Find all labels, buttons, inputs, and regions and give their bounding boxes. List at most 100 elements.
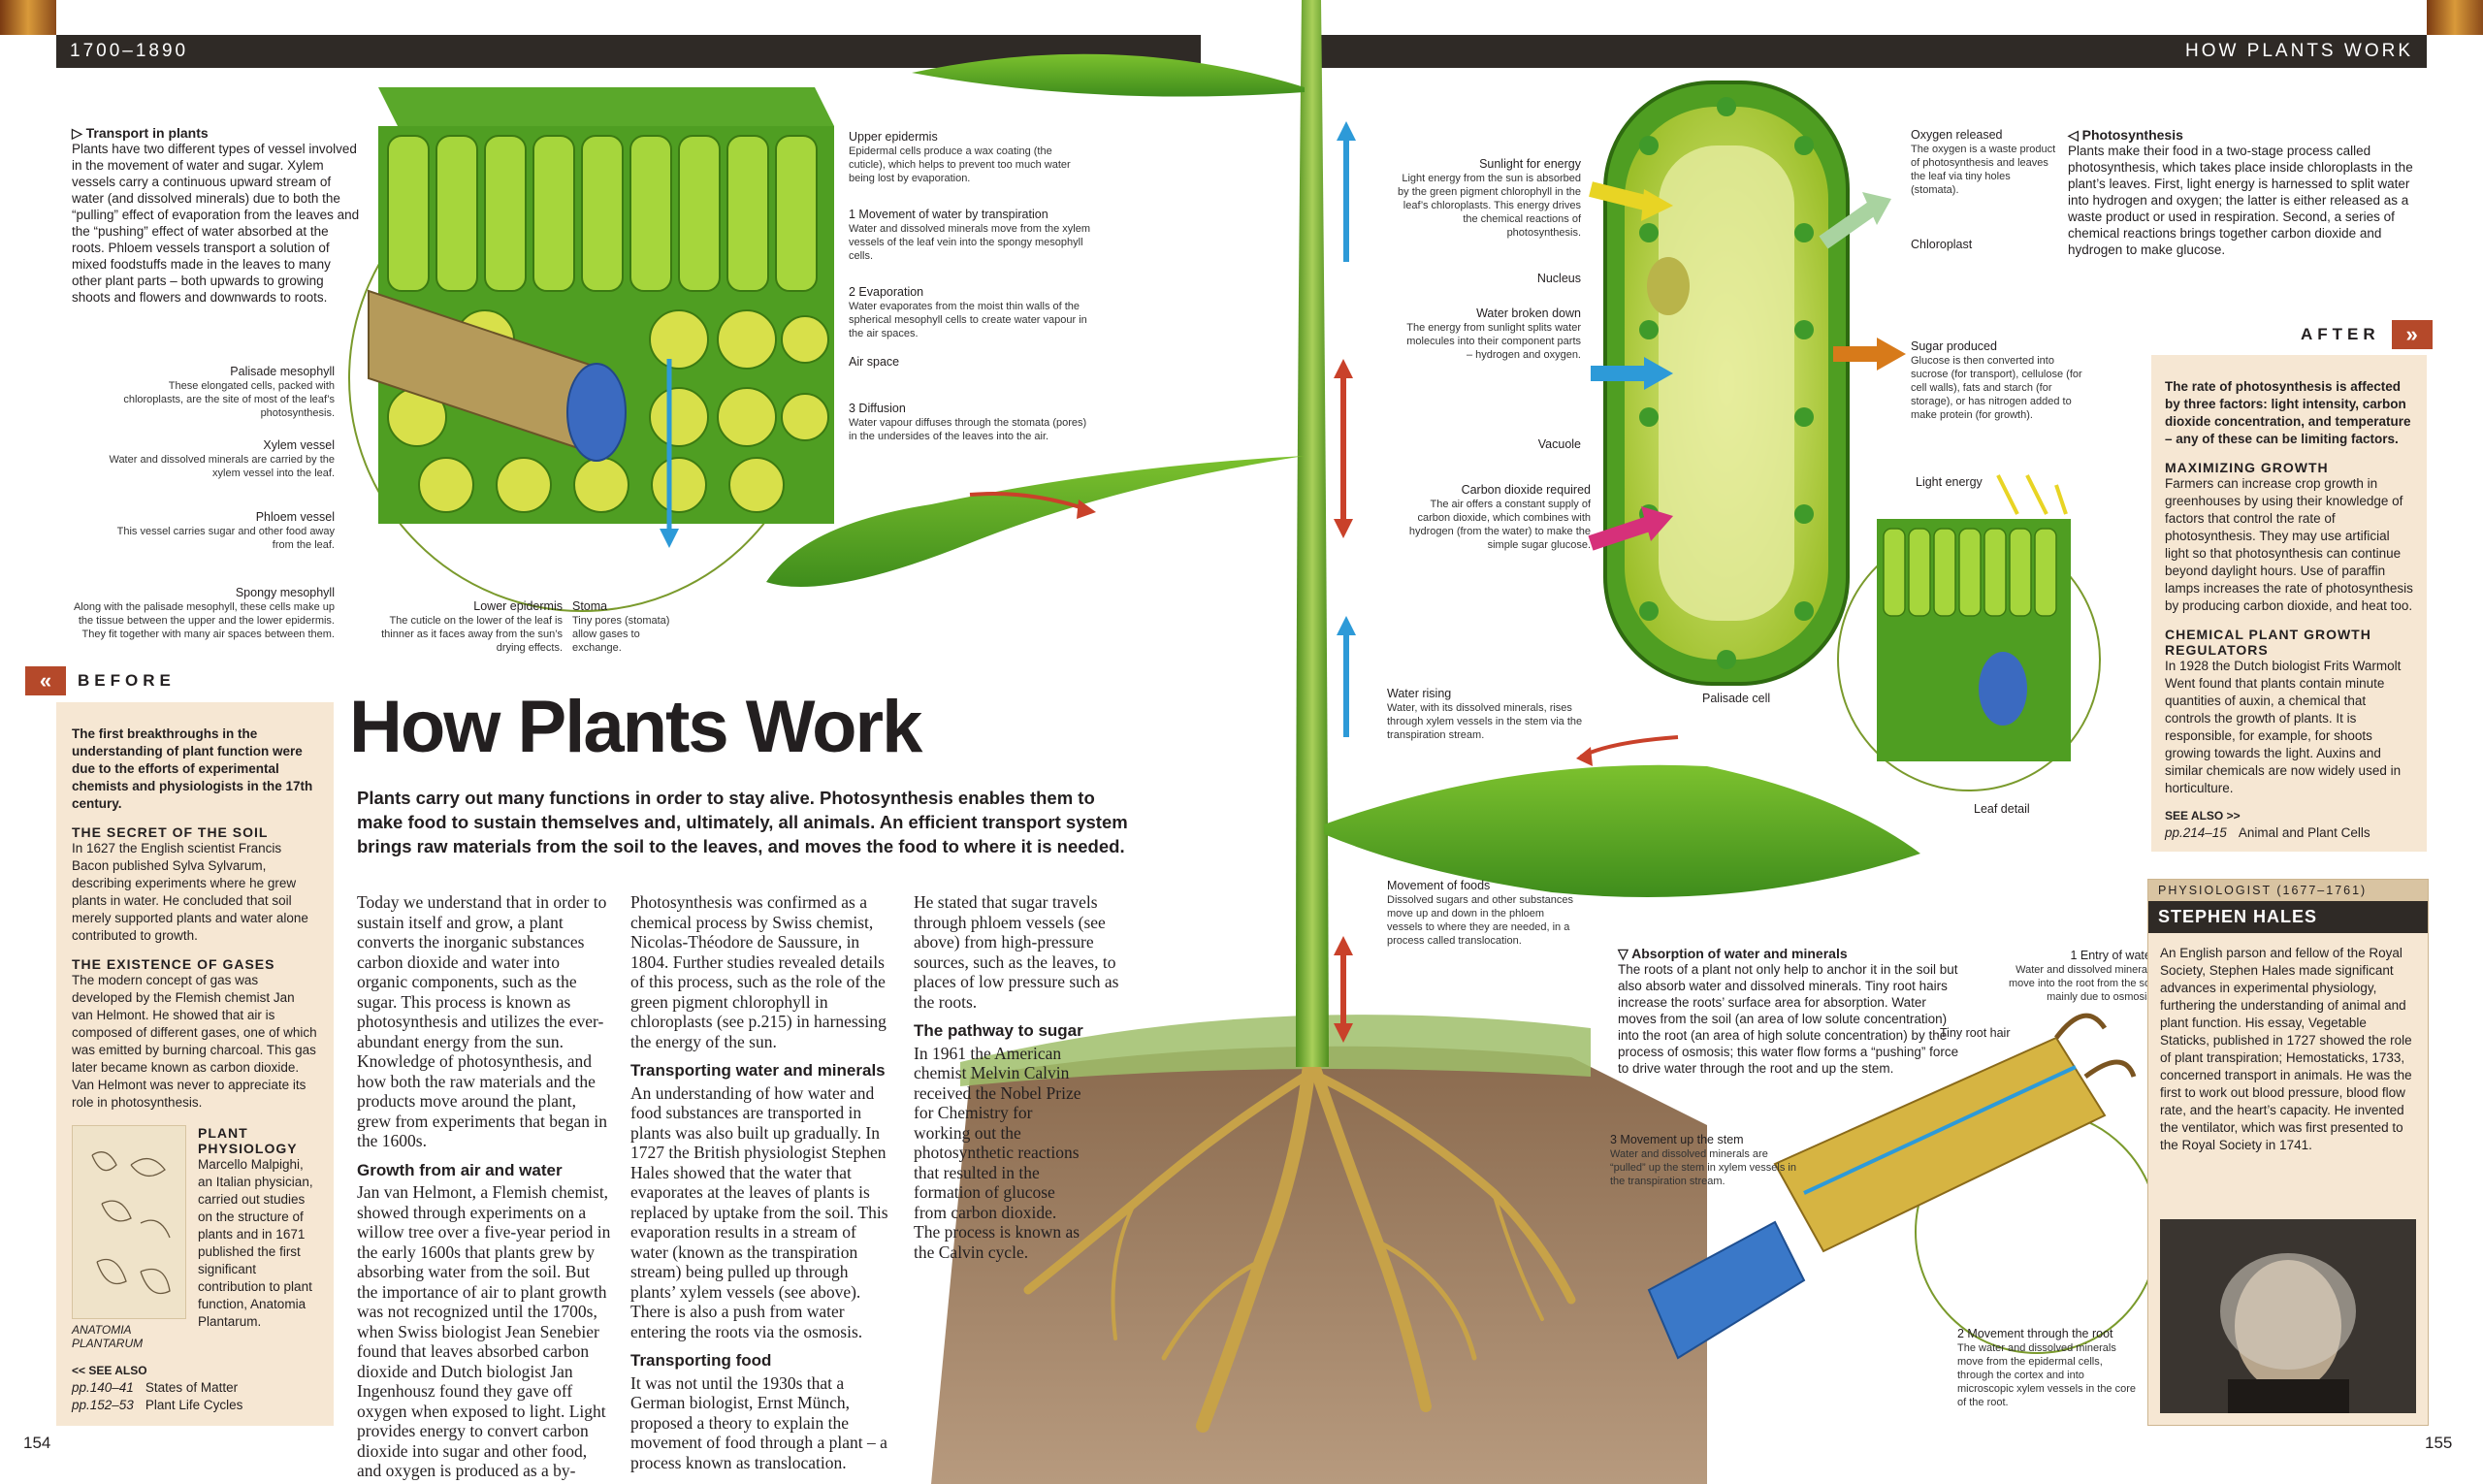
- before-panel: The first breakthroughs in the understan…: [56, 702, 334, 1426]
- section-label: HOW PLANTS WORK: [2184, 41, 2413, 61]
- after-ref[interactable]: pp.214–15 Animal and Plant Cells: [2165, 824, 2413, 842]
- leaf-detail: [1837, 474, 2101, 791]
- article-column-3: He stated that sugar travels through phl…: [914, 892, 1142, 1262]
- evaporation-title: 2 Evaporation: [849, 285, 924, 299]
- spongy-label-text: Along with the palisade mesophyll, these…: [73, 601, 335, 640]
- lower-epidermis-label: Lower epidermis The cuticle on the lower…: [369, 599, 563, 655]
- corner-ornament-left: [0, 0, 56, 35]
- col2-heading-1: Transporting water and minerals: [630, 1061, 886, 1080]
- col2-paragraph-1: Photosynthesis was confirmed as a chemic…: [630, 892, 887, 1051]
- after-ref-pages: pp.214–15: [2165, 825, 2227, 840]
- xylem-label: Xylem vessel Water and dissolved mineral…: [107, 438, 335, 480]
- gases-title: THE EXISTENCE OF GASES: [72, 956, 275, 972]
- entry-title: 1 Entry of water: [2070, 949, 2155, 962]
- col2-paragraph-2: An understanding of how water and food s…: [630, 1082, 888, 1341]
- up-stem-text: Water and dissolved minerals are “pulled…: [1610, 1148, 1796, 1187]
- palisade-label-text: These elongated cells, packed with chlor…: [123, 380, 335, 419]
- sunlight-text: Light energy from the sun is absorbed by…: [1398, 173, 1581, 239]
- soil-text: In 1627 the English scientist Francis Ba…: [72, 841, 308, 943]
- co2-title: Carbon dioxide required: [1461, 483, 1591, 497]
- see-also-after: SEE ALSO >>: [2165, 809, 2241, 823]
- col2-paragraph-3: It was not until the 1930s that a German…: [630, 1372, 887, 1472]
- period-label: 1700–1890: [70, 41, 189, 61]
- air-space-title: Air space: [849, 355, 900, 369]
- col2-heading-2: Transporting food: [630, 1351, 772, 1370]
- after-tab: AFTER »: [2289, 320, 2433, 349]
- chevron-left-icon: «: [25, 666, 66, 695]
- anatomia-caption: ANATOMIA PLANTARUM: [72, 1323, 144, 1350]
- through-root-label: 2 Movement through the root The water an…: [1957, 1327, 2142, 1409]
- col3-heading: The pathway to sugar: [914, 1021, 1083, 1040]
- running-head-right: HOW PLANTS WORK: [1319, 35, 2427, 68]
- lower-epidermis-title: Lower epidermis: [473, 599, 563, 613]
- root-detail: [1647, 1013, 2159, 1360]
- sunlight-label: Sunlight for energy Light energy from th…: [1397, 157, 1581, 240]
- bio-text: An English parson and fellow of the Roya…: [2160, 946, 2412, 1152]
- palisade-cell: [1588, 81, 1906, 686]
- stoma-title: Stoma: [572, 599, 608, 613]
- evaporation-text: Water evaporates from the moist thin wal…: [849, 301, 1087, 339]
- air-space-label: Air space: [849, 355, 1043, 370]
- top-leaf: [912, 53, 1305, 97]
- soil-title: THE SECRET OF THE SOIL: [72, 824, 269, 840]
- before-ref-1[interactable]: pp.140–41 States of Matter: [72, 1379, 318, 1397]
- sugar-title: Sugar produced: [1911, 339, 1997, 353]
- page-title: How Plants Work: [349, 686, 922, 768]
- palisade-label: Palisade mesophyll These elongated cells…: [107, 365, 335, 420]
- regulators-title: CHEMICAL PLANT GROWTH REGULATORS: [2165, 627, 2371, 658]
- transpiration-label: 1 Movement of water by transpiration Wat…: [849, 208, 1091, 263]
- bio-kicker: PHYSIOLOGIST (1677–1761): [2148, 880, 2428, 901]
- water-broken-title: Water broken down: [1476, 306, 1581, 320]
- upper-epidermis-label: Upper epidermis Epidermal cells produce …: [849, 130, 1091, 185]
- stem: [1296, 0, 1329, 1067]
- transport-caption: ▷ Transport in plants Plants have two di…: [72, 126, 363, 306]
- sunlight-title: Sunlight for energy: [1479, 157, 1581, 171]
- after-panel: The rate of photosynthesis is affected b…: [2151, 355, 2427, 852]
- light-energy-label: Light energy: [1916, 475, 2022, 490]
- phloem-label-text: This vessel carries sugar and other food…: [116, 526, 335, 551]
- vacuole-title: Vacuole: [1537, 437, 1581, 451]
- grass: [960, 1015, 1591, 1086]
- spongy-label: Spongy mesophyll Along with the palisade…: [58, 586, 335, 641]
- absorption-caption: ▽ Absorption of water and minerals The r…: [1618, 947, 1967, 1077]
- through-root-text: The water and dissolved minerals move fr…: [1957, 1342, 2137, 1408]
- diffusion-title: 3 Diffusion: [849, 402, 906, 415]
- transport-text: Plants have two different types of vesse…: [72, 142, 360, 305]
- through-root-title: 2 Movement through the root: [1957, 1327, 2113, 1340]
- entry-label: 1 Entry of water Water and dissolved min…: [2000, 949, 2155, 1004]
- stoma-label: Stoma Tiny pores (stomata) allow gases t…: [572, 599, 689, 655]
- max-growth-title: MAXIMIZING GROWTH: [2165, 460, 2329, 475]
- col1-paragraph-2: Jan van Helmont, a Flemish chemist, show…: [357, 1182, 611, 1484]
- before-intro: The first breakthroughs in the understan…: [72, 726, 313, 811]
- before-ref-2[interactable]: pp.152–53 Plant Life Cycles: [72, 1397, 318, 1414]
- water-rising-text: Water, with its dissolved minerals, rise…: [1387, 702, 1583, 741]
- leaf-section: [348, 87, 834, 612]
- physiology-text: Marcello Malpighi, an Italian physician,…: [198, 1157, 313, 1329]
- foods-title: Movement of foods: [1387, 879, 1491, 892]
- bio-panel: PHYSIOLOGIST (1677–1761) STEPHEN HALES A…: [2147, 879, 2429, 1426]
- co2-text: The air offers a constant supply of carb…: [1408, 499, 1591, 551]
- photosynthesis-caption: ◁ Photosynthesis Plants make their food …: [2068, 128, 2427, 258]
- palisade-cell-label: Palisade cell: [1702, 692, 1819, 706]
- gases-text: The modern concept of gas was developed …: [72, 973, 317, 1110]
- col1-heading: Growth from air and water: [357, 1160, 563, 1179]
- xylem-label-text: Water and dissolved minerals are carried…: [109, 454, 335, 479]
- lower-epidermis-text: The cuticle on the lower of the leaf is …: [381, 615, 563, 654]
- after-ref-title: Animal and Plant Cells: [2238, 825, 2370, 840]
- leaf-detail-label: Leaf detail: [1974, 802, 2080, 817]
- entry-text: Water and dissolved minerals move into t…: [2008, 964, 2155, 1003]
- page-number-right: 155: [2425, 1434, 2453, 1452]
- article-column-2: Photosynthesis was confirmed as a chemic…: [630, 892, 897, 1472]
- sugar-label: Sugar produced Glucose is then converted…: [1911, 339, 2085, 422]
- phloem-label: Phloem vessel This vessel carries sugar …: [107, 510, 335, 552]
- after-intro: The rate of photosynthesis is affected b…: [2165, 379, 2411, 446]
- before-ref-2-title: Plant Life Cycles: [145, 1398, 243, 1412]
- right-leaf: [1324, 764, 1920, 897]
- photosynthesis-title: ◁ Photosynthesis: [2068, 128, 2427, 143]
- col3-paragraph-1: He stated that sugar travels through phl…: [914, 892, 1119, 1012]
- oxygen-label: Oxygen released The oxygen is a waste pr…: [1911, 128, 2056, 197]
- water-broken-label: Water broken down The energy from sunlig…: [1406, 306, 1581, 362]
- botanical-sketch-icon: [91, 1151, 171, 1295]
- leaf-detail-title: Leaf detail: [1974, 802, 2030, 816]
